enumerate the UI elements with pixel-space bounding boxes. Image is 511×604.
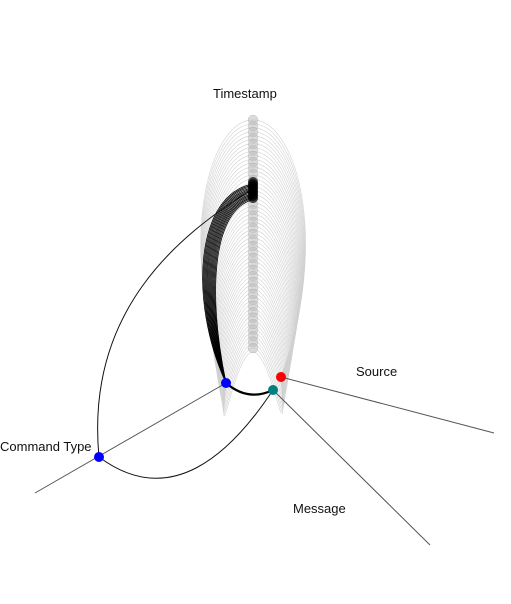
- highlight-link: [206, 188, 254, 384]
- highlight-link: [215, 199, 254, 384]
- highlight-link: [204, 186, 254, 384]
- message-axis-label: Message: [293, 501, 346, 516]
- fan-link-right: [252, 276, 290, 380]
- source-axis: [280, 376, 495, 434]
- fan-link-right: [252, 331, 285, 402]
- command-type-axis-label: Command Type: [0, 439, 92, 454]
- timestamp-node: [247, 342, 259, 354]
- highlight-link: [203, 184, 254, 384]
- highlight-link: [205, 187, 254, 384]
- fan-link-right: [252, 351, 284, 414]
- timestamp-axis-label: Timestamp: [213, 86, 277, 101]
- link-command-to-timestamp: [97, 191, 249, 458]
- fan-link-right: [252, 312, 287, 393]
- fan-link-left: [220, 312, 254, 396]
- fan-link-left: [222, 339, 254, 410]
- highlight-link: [207, 189, 254, 384]
- highlighted-connections: [202, 177, 258, 384]
- link-command-to-message: [98, 389, 274, 479]
- command-type-outer-node[interactable]: [94, 452, 104, 462]
- source-axis-label: Source: [356, 364, 397, 379]
- fan-link-left: [223, 351, 254, 417]
- highlight-link: [209, 192, 254, 384]
- fan-link-left: [220, 320, 254, 399]
- message-node[interactable]: [268, 385, 278, 395]
- timestamp-node-stack: [247, 114, 259, 354]
- highlight-link: [208, 190, 254, 384]
- highlight-link: [202, 183, 254, 384]
- timestamp-node-highlighted: [248, 193, 258, 203]
- command-type-inner-node[interactable]: [221, 378, 231, 388]
- message-axis: [272, 389, 431, 546]
- link-inner-arc: [225, 382, 274, 396]
- source-node[interactable]: [276, 372, 286, 382]
- fan-link-right: [252, 147, 303, 378]
- command-type-axis: [34, 382, 227, 494]
